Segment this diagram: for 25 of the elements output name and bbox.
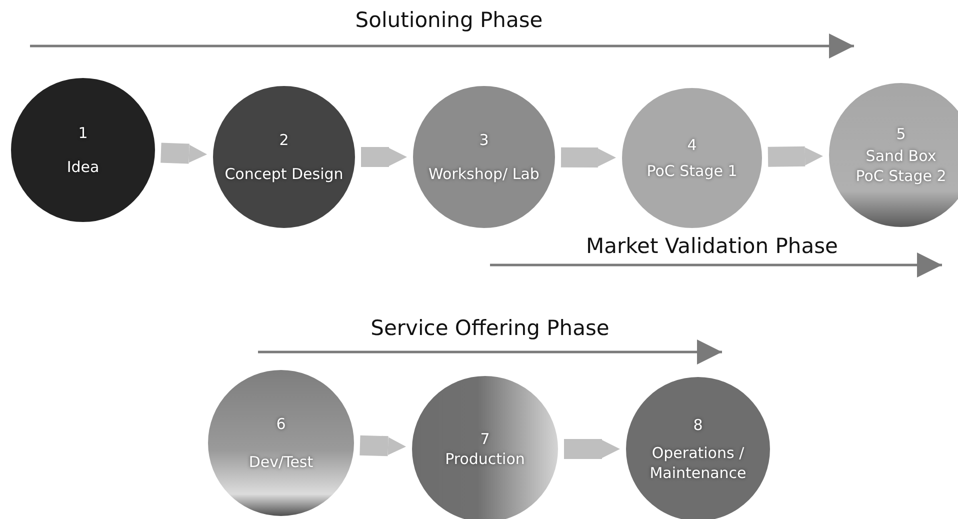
step-label: Production <box>445 449 525 470</box>
step-label: PoC Stage 1 <box>646 161 738 182</box>
block-arrow <box>564 439 620 459</box>
step-number: 3 <box>479 130 489 150</box>
step-number: 4 <box>687 134 697 155</box>
step-number: 7 <box>480 428 490 449</box>
step-number: 6 <box>276 414 286 434</box>
step-label: Workshop/ Lab <box>428 164 540 184</box>
phase-title: Service Offering Phase <box>370 316 610 340</box>
block-arrow <box>160 142 208 164</box>
step-label: Idea <box>66 157 100 178</box>
phase-title: Market Validation Phase <box>586 234 838 258</box>
block-arrow <box>361 147 407 167</box>
phase-title: Solutioning Phase <box>355 8 543 32</box>
step-number: 8 <box>693 414 703 435</box>
step-number: 5 <box>896 124 906 144</box>
step-label: Operations / Maintenance <box>648 442 748 484</box>
step-label: Dev/Test <box>248 452 314 472</box>
step-label: Concept Design <box>224 164 344 184</box>
step-number: 1 <box>78 122 88 143</box>
block-arrow <box>768 146 823 167</box>
step-number: 2 <box>279 130 289 150</box>
block-arrow <box>560 147 616 168</box>
block-arrow <box>360 435 406 456</box>
step-label: Sand Box PoC Stage 2 <box>854 146 948 186</box>
